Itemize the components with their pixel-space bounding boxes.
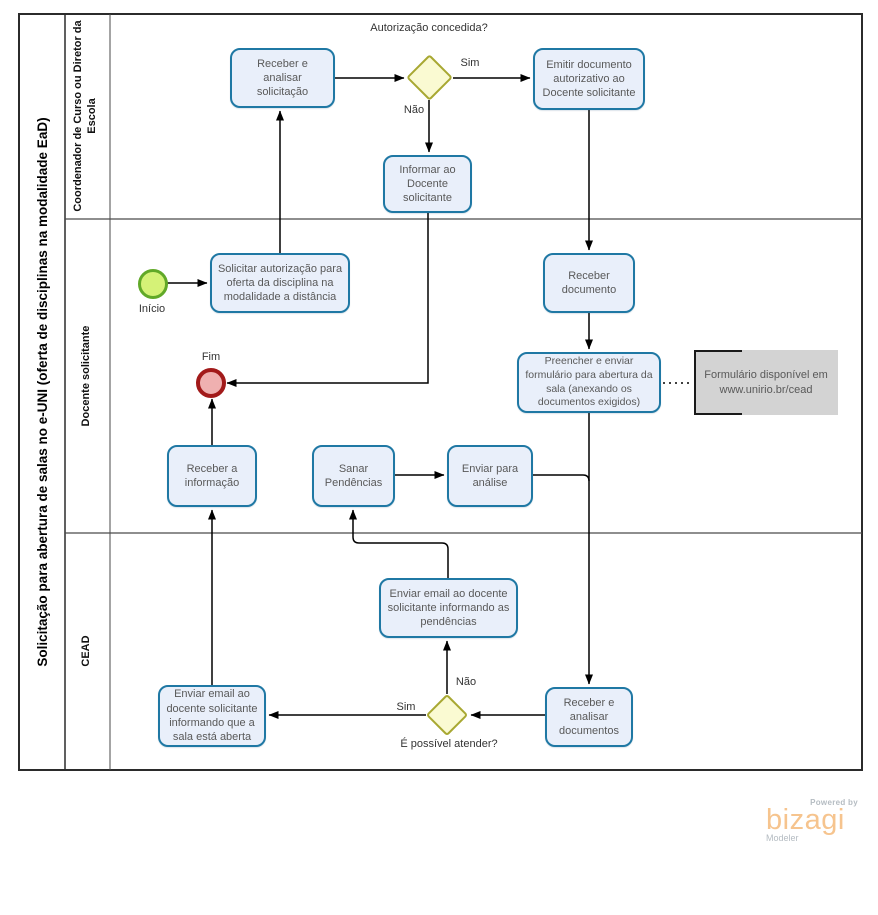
task-enviar-email-sala-aberta[interactable]: Enviar email ao docente solicitante info… [158,685,266,747]
lane-label-coordenador: Coordenador de Curso ou Diretor da Escol… [72,20,98,212]
annotation-formulario: Formulário disponível em www.unirio.br/c… [694,350,838,415]
bizagi-logo: Powered by bizagi Modeler [766,798,858,843]
annotation-text: Formulário disponível em www.unirio.br/c… [704,368,828,396]
end-event-label: Fim [201,351,221,363]
gateway-atender-label: É possível atender? [400,738,498,750]
pool-border [18,13,863,771]
flow-email-pendencias-to-sanar [349,509,449,578]
task-solicitar-autorizacao[interactable]: Solicitar autorização para oferta da dis… [210,253,350,313]
task-receber-documento[interactable]: Receber documento [543,253,635,313]
bizagi-brand-text: bizagi [766,804,845,836]
task-emitir-documento[interactable]: Emitir documento autorizativo ao Docente… [533,48,645,110]
flow-label-nao-2: Não [455,676,477,688]
flow-informar-to-fim [226,213,429,387]
task-informar-docente[interactable]: Informar ao Docente solicitante [383,155,472,213]
flow-label-sim-1: Sim [460,57,480,69]
task-receber-analisar-documentos[interactable]: Receber e analisar documentos [545,687,633,747]
task-receber-informacao[interactable]: Receber a informação [167,445,257,507]
lane-label-cead: CEAD [80,635,93,667]
powered-by-text: Powered by [810,798,858,807]
flow-label-sim-2: Sim [396,701,416,713]
modeler-text: Modeler [766,833,799,843]
lane-label-docente: Docente solicitante [80,325,93,427]
gateway-autorizacao-label: Autorização concedida? [370,22,488,34]
task-preencher-enviar-formulario[interactable]: Preencher e enviar formulário para abert… [517,352,661,413]
start-event-label: Início [138,303,166,315]
task-sanar-pendencias[interactable]: Sanar Pendências [312,445,395,507]
task-enviar-email-pendencias[interactable]: Enviar email ao docente solicitante info… [379,578,518,638]
task-receber-analisar-solicitacao[interactable]: Receber e analisar solicitação [230,48,335,108]
pool-title: Solicitação para abertura de salas no e-… [34,117,50,667]
task-enviar-para-analise[interactable]: Enviar para análise [447,445,533,507]
end-event-fim[interactable] [196,368,226,398]
start-event-inicio[interactable] [138,269,168,299]
flow-label-nao-1: Não [403,104,425,116]
flow-enviar-analise-merge [533,474,590,482]
